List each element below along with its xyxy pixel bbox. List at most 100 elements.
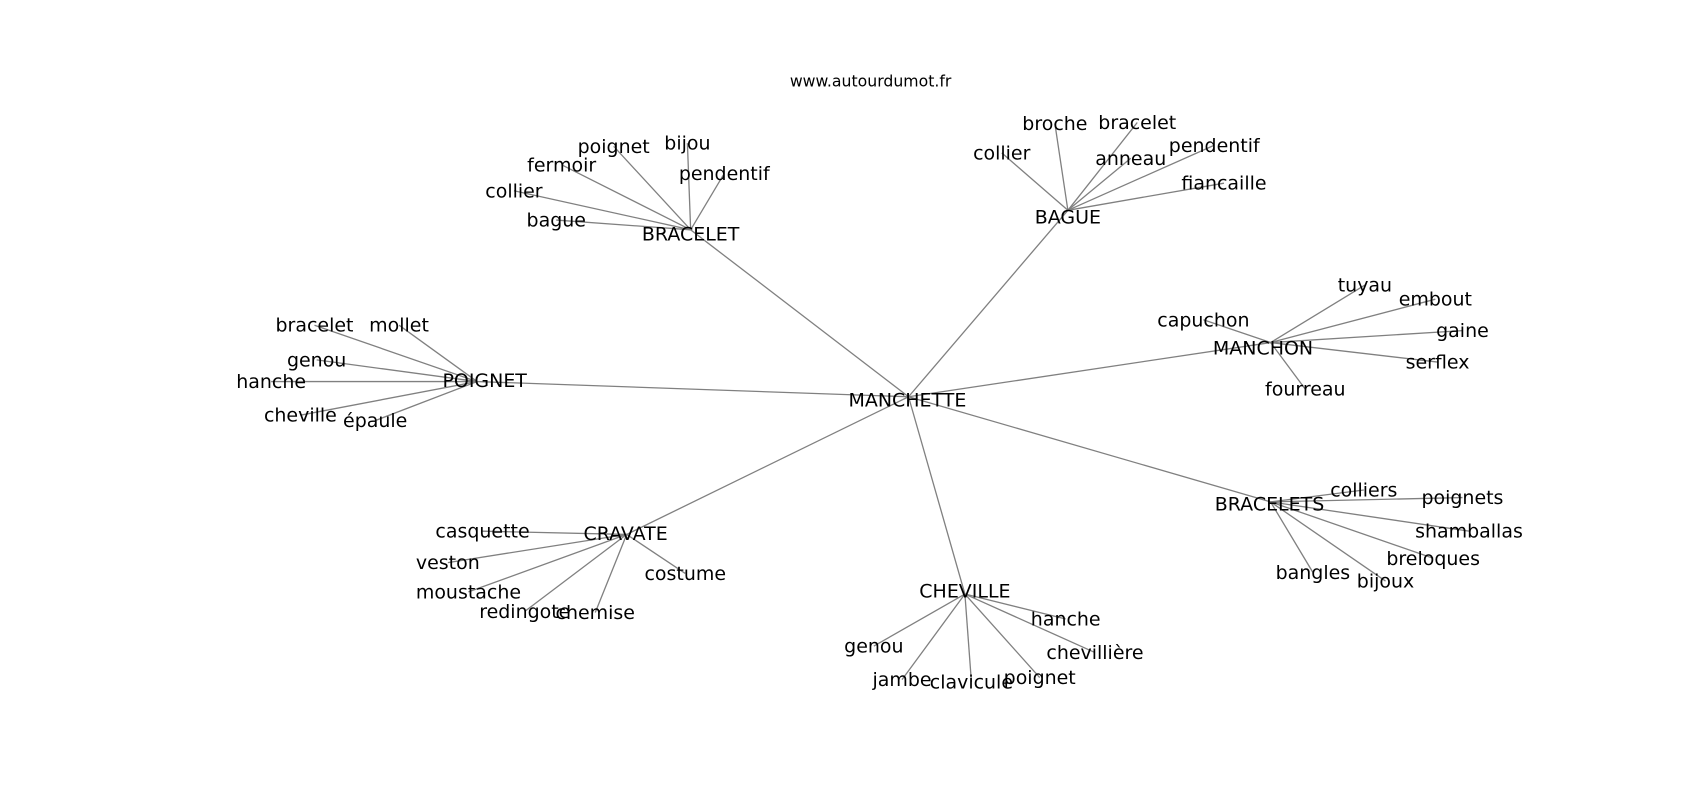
leaf-node-label[interactable]: moustache xyxy=(416,581,521,603)
leaf-edge xyxy=(1270,501,1386,582)
leaf-node-label[interactable]: clavicule xyxy=(930,671,1013,693)
leaf-node-label[interactable]: pendentif xyxy=(679,163,771,185)
leaf-edge xyxy=(964,593,1041,678)
hub-edge xyxy=(690,229,909,398)
leaf-edge xyxy=(300,380,478,416)
leaf-edge xyxy=(964,593,1096,654)
leaf-edge xyxy=(524,533,628,612)
node-labels: bijoupoignetfermoircollierbaguependentif… xyxy=(236,112,1523,693)
leaf-edge xyxy=(686,143,692,230)
leaf-edge xyxy=(316,359,478,383)
leaf-node-label[interactable]: shamballas xyxy=(1415,521,1523,543)
leaf-node-label[interactable]: capuchon xyxy=(1157,309,1249,331)
leaf-node-label[interactable]: colliers xyxy=(1330,479,1397,501)
leaf-edge xyxy=(613,145,692,231)
leaf-edge xyxy=(626,533,686,574)
cluster-node-label[interactable]: CRAVATE xyxy=(583,523,667,545)
leaf-node-label[interactable]: fermoir xyxy=(527,154,596,176)
leaf-node-label[interactable]: redingote xyxy=(479,601,570,623)
leaf-edge xyxy=(1270,496,1463,503)
leaf-edge xyxy=(314,324,478,383)
hub-edge xyxy=(477,380,909,398)
hub-edge xyxy=(908,341,1271,398)
leaf-node-label[interactable]: collier xyxy=(973,142,1031,164)
leaf-edge xyxy=(482,530,627,536)
leaf-edge xyxy=(1067,157,1132,211)
leaf-node-label[interactable]: gaine xyxy=(1436,320,1489,342)
leaf-node-label[interactable]: genou xyxy=(844,636,903,658)
leaf-node-label[interactable]: tuyau xyxy=(1338,275,1392,297)
leaf-edge xyxy=(468,533,627,593)
edges xyxy=(271,122,1470,682)
leaf-node-label[interactable]: chemise xyxy=(556,602,635,624)
leaf-edge xyxy=(556,219,691,231)
cluster-node-label[interactable]: BRACELET xyxy=(642,224,740,246)
leaf-edge xyxy=(1270,341,1438,363)
leaf-node-label[interactable]: bangles xyxy=(1276,562,1351,584)
leaf-node-label[interactable]: bracelet xyxy=(1098,112,1176,134)
leaf-node-label[interactable]: poignets xyxy=(1421,487,1503,509)
leaf-node-label[interactable]: collier xyxy=(485,180,543,202)
leaf-node-label[interactable]: fiancaille xyxy=(1181,173,1266,195)
leaf-edge xyxy=(594,534,628,613)
leaf-edge xyxy=(1067,122,1138,211)
leaf-node-label[interactable]: veston xyxy=(416,552,480,574)
leaf-node-label[interactable]: costume xyxy=(644,563,726,585)
hub-edge xyxy=(908,209,1069,398)
leaf-node-label[interactable]: broche xyxy=(1022,113,1087,135)
hub-edge xyxy=(626,396,909,536)
cluster-node-label[interactable]: POIGNET xyxy=(442,370,527,392)
leaf-edge xyxy=(1001,152,1069,211)
hub-node-label[interactable]: MANCHETTE xyxy=(849,390,967,412)
leaf-edge xyxy=(1270,489,1364,503)
leaf-node-label[interactable]: pendentif xyxy=(1169,135,1261,157)
hub-edge xyxy=(907,396,966,595)
leaf-node-label[interactable]: mollet xyxy=(369,315,429,337)
leaf-edge xyxy=(873,593,966,647)
leaf-node-label[interactable]: anneau xyxy=(1095,148,1166,170)
leaf-edge xyxy=(1203,319,1271,344)
leaf-node-label[interactable]: bracelet xyxy=(276,315,354,337)
leaf-node-label[interactable]: hanche xyxy=(1031,608,1101,630)
leaf-edge xyxy=(901,593,966,681)
leaf-node-label[interactable]: bijou xyxy=(664,133,710,155)
leaf-edge xyxy=(1270,501,1314,573)
leaf-edge xyxy=(1270,342,1306,390)
leaf-edge xyxy=(447,533,627,564)
leaf-edge xyxy=(1067,144,1215,211)
leaf-node-label[interactable]: bague xyxy=(527,210,586,232)
leaf-node-label[interactable]: chevillière xyxy=(1046,642,1143,664)
leaf-node-label[interactable]: genou xyxy=(287,349,346,371)
leaf-edge xyxy=(964,593,973,682)
site-title: www.autourdumot.fr xyxy=(790,72,952,91)
leaf-node-label[interactable]: épaule xyxy=(343,410,407,432)
cluster-node-label[interactable]: BAGUE xyxy=(1035,206,1101,228)
leaf-edge xyxy=(513,190,691,231)
leaf-edge xyxy=(1270,501,1434,559)
leaf-node-label[interactable]: cheville xyxy=(264,405,337,427)
leaf-edge xyxy=(1067,182,1225,211)
leaf-node-label[interactable]: fourreau xyxy=(1265,379,1345,401)
leaf-node-label[interactable]: casquette xyxy=(435,521,529,543)
leaf-edge xyxy=(690,173,725,231)
leaf-node-label[interactable]: hanche xyxy=(236,371,306,393)
leaf-edge xyxy=(398,324,478,383)
leaf-edge xyxy=(1270,298,1436,344)
cluster-node-label[interactable]: BRACELETS xyxy=(1215,494,1324,516)
leaf-edge xyxy=(374,380,478,422)
leaf-node-label[interactable]: poignet xyxy=(578,136,650,158)
leaf-edge xyxy=(964,593,1066,620)
leaf-edge xyxy=(1270,284,1366,344)
hub-edge xyxy=(908,396,1271,503)
leaf-edge xyxy=(561,164,691,231)
leaf-node-label[interactable]: bijoux xyxy=(1357,571,1414,593)
leaf-node-label[interactable]: serflex xyxy=(1406,352,1470,374)
leaf-node-label[interactable]: embout xyxy=(1399,289,1472,311)
leaf-node-label[interactable]: jambe xyxy=(871,669,931,691)
cluster-node-label[interactable]: CHEVILLE xyxy=(919,580,1010,602)
leaf-node-label[interactable]: poignet xyxy=(1004,667,1076,689)
leaf-edge xyxy=(1054,123,1069,211)
cluster-node-label[interactable]: MANCHON xyxy=(1213,337,1313,359)
leaf-node-label[interactable]: breloques xyxy=(1386,548,1480,570)
